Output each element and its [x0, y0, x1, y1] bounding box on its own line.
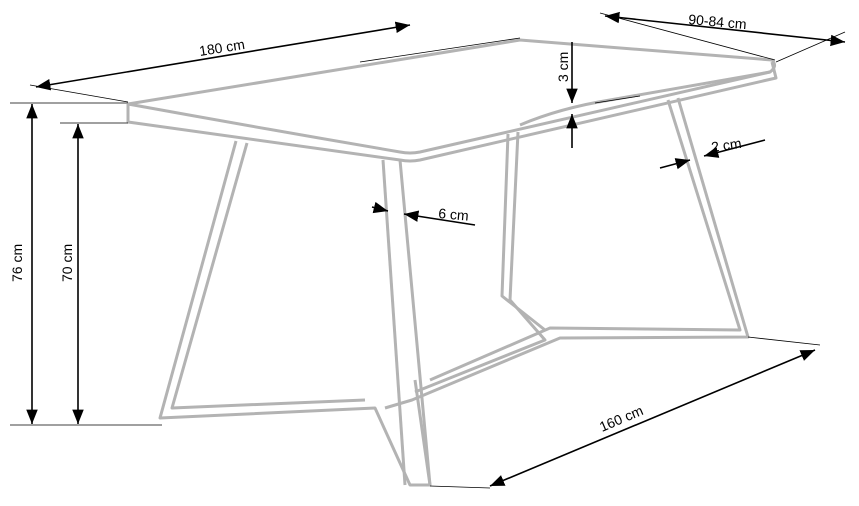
label-leg-small: 2 cm [710, 135, 742, 155]
dim-leg-small [703, 139, 766, 158]
label-base-length: 160 cm [597, 402, 646, 435]
label-width: 90-84 cm [688, 11, 748, 32]
dim-base-length [489, 349, 816, 487]
dim-leg-large [403, 210, 476, 226]
table-top [126, 38, 778, 163]
label-length: 180 cm [198, 36, 246, 59]
label-frame-height: 70 cm [59, 244, 75, 282]
table-legs [158, 97, 750, 487]
label-total-height: 76 cm [9, 244, 25, 282]
label-leg-large: 6 cm [438, 205, 470, 224]
dim-length [35, 21, 411, 91]
label-top-thickness: 3 cm [555, 52, 571, 82]
dim-width [604, 11, 846, 47]
dimension-lines [26, 11, 846, 487]
